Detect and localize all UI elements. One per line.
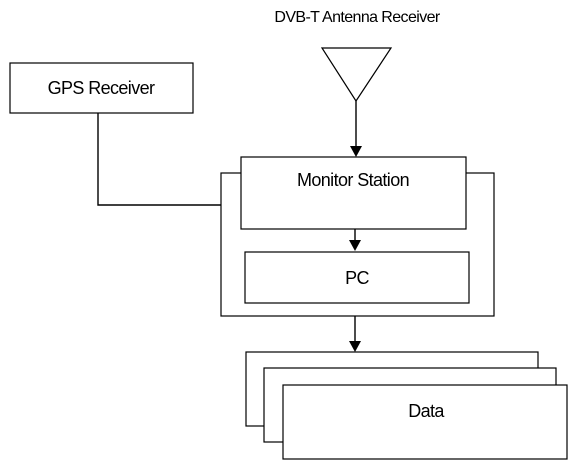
monitor-station-box — [240, 156, 467, 230]
monitor-station-label: Monitor Station — [297, 170, 409, 190]
antenna-arrowhead — [350, 146, 362, 157]
gps-connector — [97, 113, 232, 206]
pc-label: PC — [345, 268, 369, 288]
pc-box — [244, 251, 470, 304]
antenna-label: DVB-T Antenna Receiver — [274, 9, 441, 26]
station-to-data-arrowhead — [349, 341, 361, 352]
data-page-front — [282, 384, 568, 460]
gps-receiver-label: GPS Receiver — [48, 78, 155, 98]
data-label: Data — [408, 401, 445, 421]
gps-receiver-box — [9, 62, 194, 114]
monitor-to-pc-arrowhead — [349, 240, 361, 251]
antenna-icon — [320, 47, 393, 103]
